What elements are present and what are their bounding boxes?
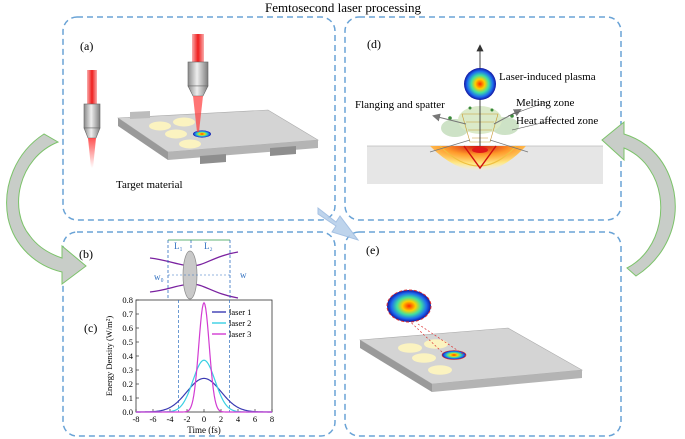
series-line-laser-1 bbox=[136, 377, 272, 413]
laser-spot-icon bbox=[193, 130, 211, 138]
x-tick-label: -8 bbox=[132, 414, 139, 424]
y-tick-label: 0.2 bbox=[122, 379, 133, 389]
panel-bc-box bbox=[62, 231, 336, 437]
x-tick-label: -2 bbox=[183, 414, 190, 424]
panel-a-box bbox=[62, 16, 336, 221]
legend-label: laser 1 bbox=[229, 307, 251, 317]
right-curved-arrow bbox=[601, 120, 676, 277]
panel-c-label: (c) bbox=[84, 321, 97, 335]
target-material-caption: Target material bbox=[116, 179, 183, 191]
plasma-annotation: Laser-induced plasma bbox=[499, 71, 596, 83]
energy-density-chart: -8 -6 -4 -2 0 2 4 6 8 0.0 0.1 0.2 0.3 0.4 0.5 0.6 0.7 0.8… bbox=[104, 295, 274, 435]
y-tick-label: 0.4 bbox=[122, 351, 133, 361]
series-line-laser-3 bbox=[136, 301, 272, 413]
legend-label: laser 3 bbox=[229, 329, 251, 339]
y-axis-label: Energy Density (W/m²) bbox=[104, 316, 114, 396]
right-laser-head bbox=[187, 34, 209, 132]
beam-propagation-diagram bbox=[149, 239, 239, 300]
plot-area bbox=[135, 299, 273, 413]
haz-annotation: Heat affected zone bbox=[516, 115, 598, 127]
left-laser-head bbox=[83, 70, 101, 168]
panel-d-label: (d) bbox=[367, 37, 381, 51]
x-tick-label: 2 bbox=[219, 414, 223, 424]
y-tick-label: 0.0 bbox=[122, 407, 133, 417]
x-tick-label: -4 bbox=[166, 414, 174, 424]
label-w0: w₀ bbox=[154, 272, 164, 282]
figure-title: Femtosecond laser processing bbox=[265, 0, 421, 15]
processed-spot-icon bbox=[441, 350, 467, 360]
ablation-diagram bbox=[367, 44, 603, 184]
y-tick-label: 0.8 bbox=[122, 295, 133, 305]
left-curved-arrow bbox=[6, 133, 87, 285]
x-tick-label: 8 bbox=[270, 414, 274, 424]
label-L2: L₂ bbox=[204, 241, 213, 251]
x-axis-label: Time (fs) bbox=[187, 425, 220, 435]
label-w: w bbox=[240, 270, 247, 280]
y-tick-label: 0.1 bbox=[122, 393, 133, 403]
y-tick-label: 0.6 bbox=[122, 323, 133, 333]
processed-plate bbox=[359, 289, 583, 392]
y-tick-label: 0.3 bbox=[122, 365, 133, 375]
x-tick-label: 0 bbox=[202, 414, 206, 424]
center-arrow bbox=[317, 206, 360, 241]
y-tick-label: 0.7 bbox=[122, 309, 133, 319]
panel-e-label: (e) bbox=[366, 243, 379, 257]
y-tick-label: 0.5 bbox=[122, 337, 133, 347]
target-plate bbox=[117, 109, 319, 164]
plasma-spot-icon bbox=[464, 68, 496, 100]
x-tick-label: -6 bbox=[149, 414, 156, 424]
melting-annotation: Melting zone bbox=[516, 97, 574, 109]
panel-a-label: (a) bbox=[80, 39, 93, 53]
zoomed-spot-icon bbox=[386, 289, 432, 323]
panel-e-box bbox=[344, 231, 622, 437]
label-L1: L₁ bbox=[174, 241, 183, 251]
panel-d-box bbox=[344, 16, 622, 221]
x-tick-label: 6 bbox=[253, 414, 257, 424]
legend-label: laser 2 bbox=[229, 318, 251, 328]
flanging-annotation: Flanging and spatter bbox=[355, 99, 445, 111]
x-tick-label: 4 bbox=[236, 414, 241, 424]
panel-b-label: (b) bbox=[79, 247, 93, 261]
